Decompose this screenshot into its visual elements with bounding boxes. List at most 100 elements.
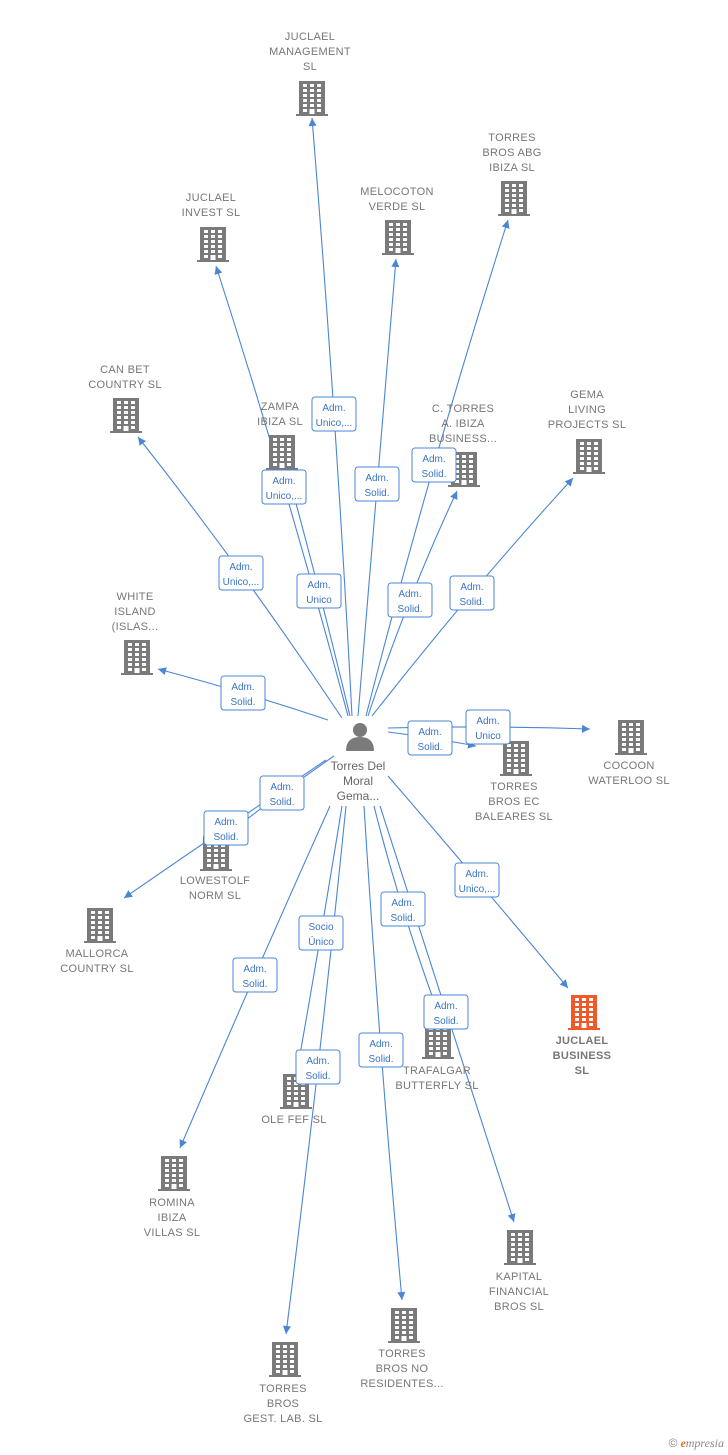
company-label: JUCLAEL	[186, 192, 236, 204]
relation-badge-can-bet-country[interactable]: Adm.Unico,...	[218, 555, 264, 591]
building-icon	[197, 227, 229, 262]
arrowhead-torres-bros-abg	[501, 220, 510, 229]
building-icon	[615, 720, 647, 755]
relation-badge-text: Adm.	[418, 727, 441, 738]
company-node-ole-fef[interactable]: OLE FEF SL	[261, 1114, 326, 1126]
arrowhead-kapital-financial	[507, 1213, 516, 1222]
arrowhead-juclael-invest	[214, 266, 223, 275]
relation-badge-text: Adm.	[422, 454, 445, 465]
company-label: WHITE	[117, 591, 154, 603]
relation-badge-trafalgar-butterfly[interactable]: Adm.Solid.	[380, 891, 426, 927]
relation-badge-text: Solid.	[390, 913, 415, 924]
person-label: Torres Del	[331, 759, 386, 773]
relation-badge-text: Adm.	[307, 580, 330, 591]
relation-badge-gema-living[interactable]: Adm.Solid.	[449, 575, 495, 611]
relation-badge-text: Socio	[308, 922, 333, 933]
company-label: TORRES	[259, 1383, 306, 1395]
company-node-white-island[interactable]: WHITEISLAND(ISLAS...	[112, 591, 159, 633]
company-label: IBIZA SL	[489, 162, 535, 174]
arrowhead-melocoton-verde	[391, 259, 400, 268]
company-label: JUCLAEL	[285, 31, 335, 43]
empresia-watermark: © empresia	[669, 1436, 724, 1451]
company-label: A. IBIZA	[441, 418, 485, 430]
company-label: WATERLOO SL	[588, 775, 670, 787]
relation-badge-lowestolf-norm[interactable]: Adm.Solid.	[259, 775, 305, 811]
company-label: LIVING	[568, 404, 606, 416]
relation-badge-torres-bros-gest-lab[interactable]: Adm.Solid.	[295, 1049, 341, 1085]
company-node-can-bet-country[interactable]: CAN BET COUNTRY SL	[88, 364, 162, 391]
building-icon	[388, 1308, 420, 1343]
company-label: GEST. LAB. SL	[243, 1413, 322, 1425]
relation-badge-text: Adm.	[270, 782, 293, 793]
relation-badge-juclael-business[interactable]: Adm.Unico,...	[454, 862, 500, 898]
company-label: FINANCIAL	[489, 1286, 549, 1298]
relation-badge-juclael-invest[interactable]: Adm. Unico,...	[261, 469, 307, 505]
relation-badge-zampa-ibiza[interactable]: Adm.Unico	[296, 573, 342, 609]
relation-badge-text: Solid.	[213, 832, 238, 843]
relation-badge-torres-bros-no-residentes[interactable]: Adm.Solid.	[358, 1032, 404, 1068]
company-label: MALLORCA	[66, 948, 129, 960]
relation-badge-torres-bros-ec[interactable]: Adm.Solid.	[407, 720, 453, 756]
relation-badge-mallorca-country[interactable]: Adm.Solid.	[203, 810, 249, 846]
arrowhead-can-bet-country	[138, 437, 147, 446]
relation-badge-text: Solid.	[397, 604, 422, 615]
relation-badge-cocoon-waterloo[interactable]: Adm.Unico	[465, 709, 511, 745]
company-node-juclael-invest[interactable]: JUCLAEL INVEST SL	[182, 192, 241, 219]
relation-badge-text: Adm.	[434, 1001, 457, 1012]
relation-badge-text: Solid.	[433, 1016, 458, 1027]
relation-badge-text: Unico,...	[316, 418, 353, 429]
relation-badge-text: Solid.	[368, 1054, 393, 1065]
company-label: MELOCOTON	[360, 186, 433, 198]
person-node[interactable]: Torres DelMoralGema...	[331, 723, 386, 803]
relation-badge-c-torres-a-ibiza[interactable]: Adm. Solid.	[387, 582, 433, 618]
arrowhead-mallorca-country	[124, 890, 133, 898]
company-label: C. TORRES	[432, 403, 494, 415]
relation-badge-torres-bros-abg[interactable]: Adm.Solid.	[411, 447, 457, 483]
relation-badge-text: Unico,...	[459, 884, 496, 895]
relation-badge-juclael-management[interactable]: Adm.Unico,...	[311, 396, 357, 432]
relation-badge-melocoton-verde[interactable]: Adm.Solid.	[354, 466, 400, 502]
company-label: BUSINESS	[553, 1050, 612, 1062]
relation-badge-romina-ibiza[interactable]: Adm.Solid.	[232, 957, 278, 993]
person-label: Moral	[343, 774, 373, 788]
building-icon	[422, 1024, 454, 1059]
building-icon	[296, 81, 328, 116]
company-label: CAN BET	[100, 364, 150, 376]
building-icon	[498, 181, 530, 216]
building-icon	[110, 398, 142, 433]
company-label: INVEST SL	[182, 207, 241, 219]
arrowhead-torres-bros-no-residentes	[397, 1291, 406, 1300]
company-label: TORRES	[488, 132, 535, 144]
relation-badges: Adm. Unico,... Adm. Solid. Adm. Unico,... Adm.…	[203, 396, 511, 1085]
relation-badge-kapital-financial[interactable]: Adm. Solid.	[423, 994, 469, 1030]
arrowhead-cocoon-waterloo	[581, 724, 590, 733]
company-label: BROS EC	[488, 796, 540, 808]
company-label: GEMA	[570, 389, 604, 401]
building-icon	[573, 439, 605, 474]
company-label: COUNTRY SL	[88, 379, 162, 391]
relation-badge-text: Adm.	[398, 589, 421, 600]
relation-badge-text: Unico,...	[266, 491, 303, 502]
relation-badge-text: Adm.	[272, 476, 295, 487]
company-label: BUTTERFLY SL	[395, 1080, 478, 1092]
relation-badge-text: Adm.	[229, 562, 252, 573]
relation-badge-white-island[interactable]: Adm.Solid.	[220, 675, 266, 711]
relation-badge-text: Adm.	[231, 682, 254, 693]
